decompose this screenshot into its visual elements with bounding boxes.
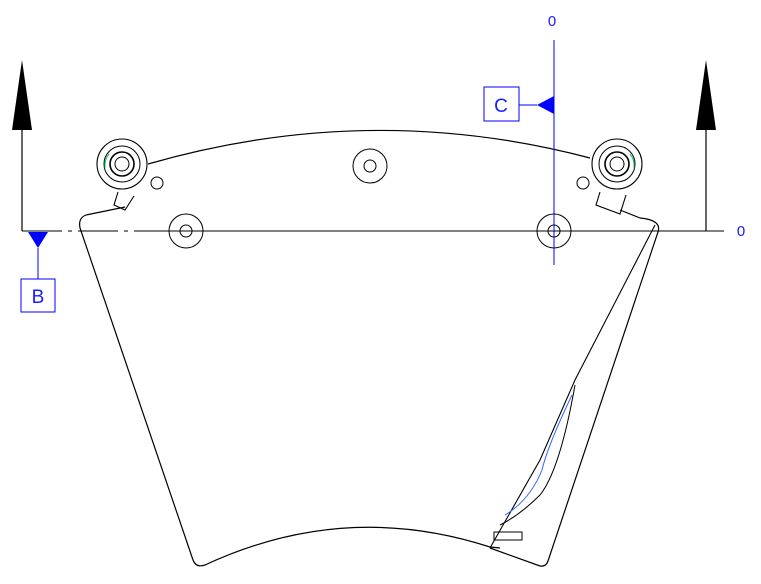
left-section-arrow: [12, 60, 32, 231]
pad-top-edge: [85, 206, 641, 219]
axis-label-top: 0: [548, 13, 556, 30]
datum-c-symbol: C: [483, 86, 554, 122]
inner-curve: [504, 394, 573, 516]
left-hinge: [96, 138, 164, 211]
carrier-arc: [147, 129, 591, 165]
pad-right-edge: [489, 217, 660, 567]
clip-tab: [493, 531, 523, 541]
datum-c-label: C: [494, 96, 508, 117]
axis-label-right: 0: [737, 223, 745, 240]
folded-corner-inner: [499, 384, 576, 526]
folded-corner: [489, 224, 656, 549]
datum-b-label: B: [32, 287, 45, 308]
right-section-arrow: [696, 60, 716, 231]
datum-b-symbol: B: [20, 232, 56, 313]
pad-body-outline: [79, 214, 501, 567]
right-hinge: [576, 138, 643, 215]
center-hole: [352, 148, 388, 184]
